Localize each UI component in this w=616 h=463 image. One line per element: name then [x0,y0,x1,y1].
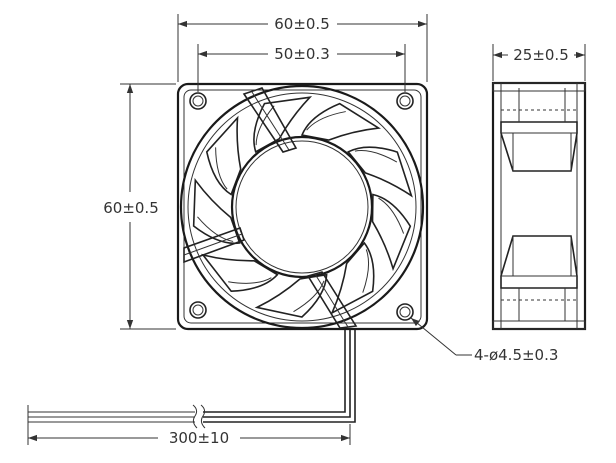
dim-cable-length: 300±10 [27,424,351,447]
fan-strut-bottom [306,271,358,329]
dim-hole-spacing-label: 50±0.3 [274,45,330,63]
fan-strut-left [183,226,246,264]
fan-blade-edge [228,277,272,284]
fan-hub-inner [235,140,369,274]
fan-blade-edge [215,147,228,190]
fan-blade [205,115,242,196]
dim-side-depth-label: 25±0.5 [513,46,569,64]
front-view [176,82,429,331]
dim-front-height-label: 60±0.5 [103,199,159,217]
dim-cable-length-label: 300±10 [169,429,229,447]
dim-front-height: 60±0.5 [103,83,176,330]
fan-blade [254,273,328,318]
side-blade-lower [500,235,578,289]
dim-hole-spacing: 50±0.3 [197,44,406,92]
dim-side-depth: 25±0.5 [492,44,586,81]
fan-blade-edge [354,150,398,163]
fan-blades [192,96,413,318]
dim-front-width: 60±0.5 [177,14,428,82]
fan-blade [300,102,381,141]
fan-blade [192,177,241,245]
dim-mount-holes-label: 4-ø4.5±0.3 [474,346,558,364]
side-view [491,81,587,331]
side-frame-outer [491,81,587,331]
fan-frame-inner [183,89,422,324]
mount-hole-top-right [396,92,414,110]
mount-hole-top-left [189,92,207,110]
dim-mount-holes: 4-ø4.5±0.3 [410,317,558,364]
side-blade-upper [500,121,578,172]
cable-break-mark [192,404,198,429]
dim-front-width-label: 60±0.5 [274,15,330,33]
fan-blade [347,146,413,198]
fan-cable [27,330,356,429]
fan-blade-edge [255,105,275,146]
mount-hole-bottom-right [396,303,414,321]
fan-blade-edge [197,216,234,242]
fan-hub-outer [230,135,374,279]
fan-blade [330,241,375,315]
fan-blade-edge [306,111,346,131]
fan-shroud-outer [179,84,425,330]
fan-blade [200,253,279,293]
fan-blade-edge [378,197,405,234]
fan-blade-edge [362,249,370,293]
fan-blade-edge [293,280,325,313]
fan-strut-top [242,87,298,153]
fan-shroud-inner [187,92,417,322]
mount-hole-bottom-left [189,301,207,319]
fan-blade [371,193,412,272]
